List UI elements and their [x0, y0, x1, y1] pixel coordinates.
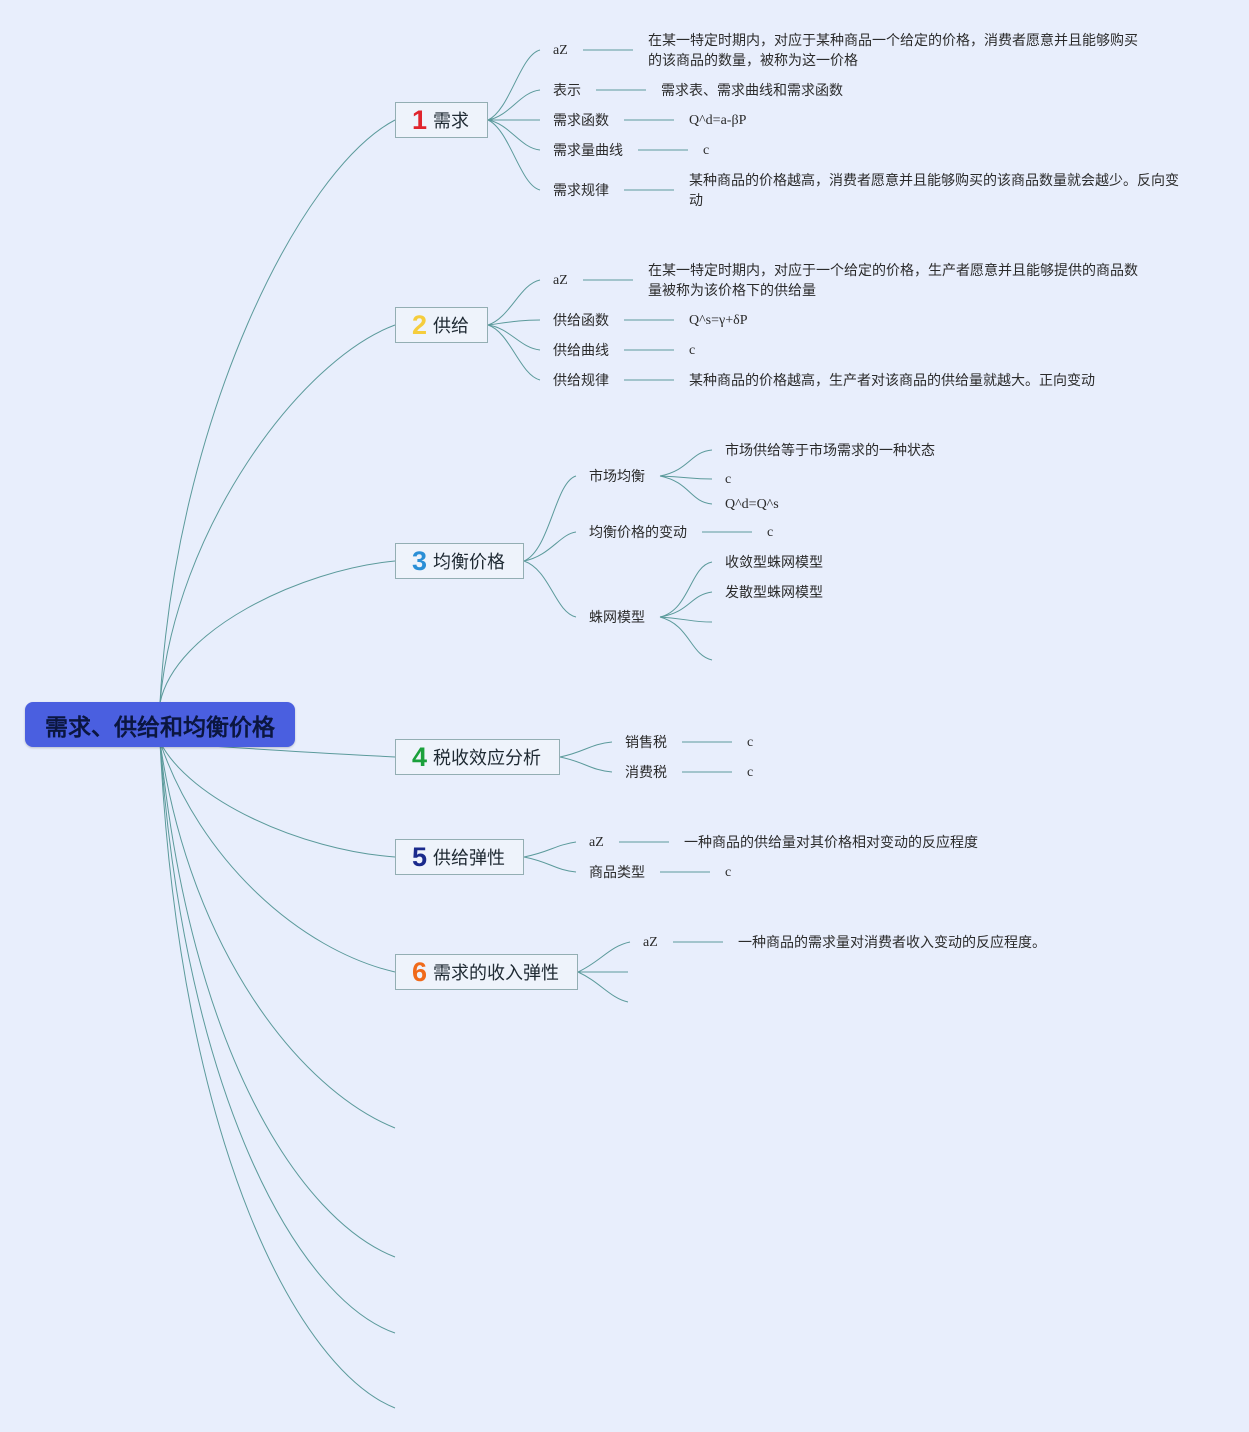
connector: [159, 741, 396, 1129]
subtopic[interactable]: c: [725, 472, 732, 487]
subtopic[interactable]: 发散型蛛网模型: [725, 585, 823, 601]
connector: [523, 560, 577, 618]
branch-topic-tax-effect[interactable]: 4 税收效应分析: [395, 739, 560, 775]
topic-label[interactable]: 需求规律: [553, 183, 609, 199]
topic-value[interactable]: Q^d=a-βP: [689, 113, 747, 128]
topic-label[interactable]: 供给函数: [553, 313, 609, 329]
branch-topic-supply[interactable]: 2 供给: [395, 307, 488, 343]
connector: [487, 89, 541, 121]
topic-label[interactable]: 需求函数: [553, 113, 609, 129]
topic-label[interactable]: 销售税: [625, 735, 667, 751]
branch-topic-demand[interactable]: 1 需求: [395, 102, 488, 138]
subtopic[interactable]: Q^d=Q^s: [725, 497, 779, 512]
topic-value[interactable]: Q^s=γ+δP: [689, 313, 748, 328]
subtopic[interactable]: 市场供给等于市场需求的一种状态: [725, 443, 935, 459]
topic-label[interactable]: 需求量曲线: [553, 143, 623, 159]
topic-label[interactable]: aZ: [553, 43, 568, 58]
connector: [523, 475, 577, 562]
topic-label[interactable]: aZ: [553, 273, 568, 288]
branch-label: 需求的收入弹性: [433, 963, 560, 984]
topic-label[interactable]: aZ: [589, 835, 604, 850]
branch-label: 需求: [433, 111, 470, 132]
topic-label[interactable]: 市场均衡: [589, 469, 645, 485]
number-1-icon: 1: [412, 104, 428, 135]
topic-label[interactable]: 供给规律: [553, 373, 609, 389]
number-6-icon: 6: [412, 956, 428, 987]
connector: [659, 475, 713, 480]
branch-label: 税收效应分析: [433, 748, 542, 769]
topic-value[interactable]: c: [703, 143, 710, 158]
topic-value[interactable]: c: [689, 343, 696, 358]
branch-label: 供给: [433, 316, 470, 337]
connector: [659, 475, 713, 505]
connector: [159, 324, 396, 704]
topic-label[interactable]: 表示: [553, 83, 581, 99]
number-4-icon: 4: [412, 741, 428, 772]
topic-label[interactable]: aZ: [643, 935, 658, 950]
number-2-icon: 2: [412, 309, 428, 340]
connector: [487, 324, 541, 351]
topic-value[interactable]: 在某一特定时期内，对应于某种商品一个给定的价格，消费者愿意并且能够购买的该商品的…: [648, 33, 1138, 69]
connector: [523, 856, 577, 873]
connector: [159, 119, 396, 704]
connector: [559, 756, 613, 773]
connector: [487, 324, 541, 381]
branch-topic-supply-elasticity[interactable]: 5 供给弹性: [395, 839, 524, 875]
branch-label: 供给弹性: [433, 848, 506, 869]
connector: [659, 591, 713, 618]
connector: [659, 616, 713, 661]
connector: [487, 119, 541, 151]
connector: [487, 49, 541, 121]
root-topic[interactable]: 需求、供给和均衡价格: [25, 702, 295, 747]
connector: [487, 279, 541, 326]
branch-label: 均衡价格: [433, 552, 506, 573]
branch-topic-income-elasticity[interactable]: 6 需求的收入弹性: [395, 954, 578, 990]
connector: [559, 741, 613, 758]
topic-value[interactable]: 某种商品的价格越高，消费者愿意并且能够购买的该商品数量就会越少。反向变动: [689, 173, 1179, 209]
topic-label[interactable]: 供给曲线: [553, 343, 609, 359]
connector: [659, 561, 713, 618]
topic-value[interactable]: 某种商品的价格越高，生产者对该商品的供给量就越大。正向变动: [689, 373, 1095, 389]
topic-value[interactable]: 需求表、需求曲线和需求函数: [661, 83, 843, 99]
connector: [523, 531, 577, 562]
connector: [159, 560, 396, 704]
topic-value[interactable]: c: [747, 765, 754, 780]
topic-value[interactable]: 在某一特定时期内，对应于一个给定的价格，生产者愿意并且能够提供的商品数量被称为该…: [648, 263, 1138, 299]
topic-value[interactable]: 一种商品的需求量对消费者收入变动的反应程度。: [738, 935, 1046, 951]
connector: [159, 741, 396, 1409]
connector: [659, 449, 713, 477]
branch-topic-equilibrium-price[interactable]: 3 均衡价格: [395, 543, 524, 579]
connector: [159, 741, 396, 1258]
number-3-icon: 3: [412, 545, 428, 576]
connector: [659, 616, 713, 623]
topic-label[interactable]: 商品类型: [589, 865, 645, 881]
topic-value[interactable]: c: [747, 735, 754, 750]
topic-value[interactable]: c: [767, 525, 774, 540]
topic-label[interactable]: 蛛网模型: [589, 610, 645, 626]
connector: [487, 119, 541, 191]
connector: [159, 741, 396, 973]
topic-label[interactable]: 均衡价格的变动: [589, 525, 687, 541]
number-5-icon: 5: [412, 841, 428, 872]
connector: [577, 971, 629, 1003]
topic-label[interactable]: 消费税: [625, 765, 667, 781]
connector: [159, 741, 396, 1334]
topic-value[interactable]: 一种商品的供给量对其价格相对变动的反应程度: [684, 835, 978, 851]
topic-value[interactable]: c: [725, 865, 732, 880]
subtopic[interactable]: 收敛型蛛网模型: [725, 555, 823, 571]
connector: [159, 741, 396, 858]
connector: [487, 319, 541, 326]
connector: [577, 941, 631, 973]
connector: [523, 841, 577, 858]
